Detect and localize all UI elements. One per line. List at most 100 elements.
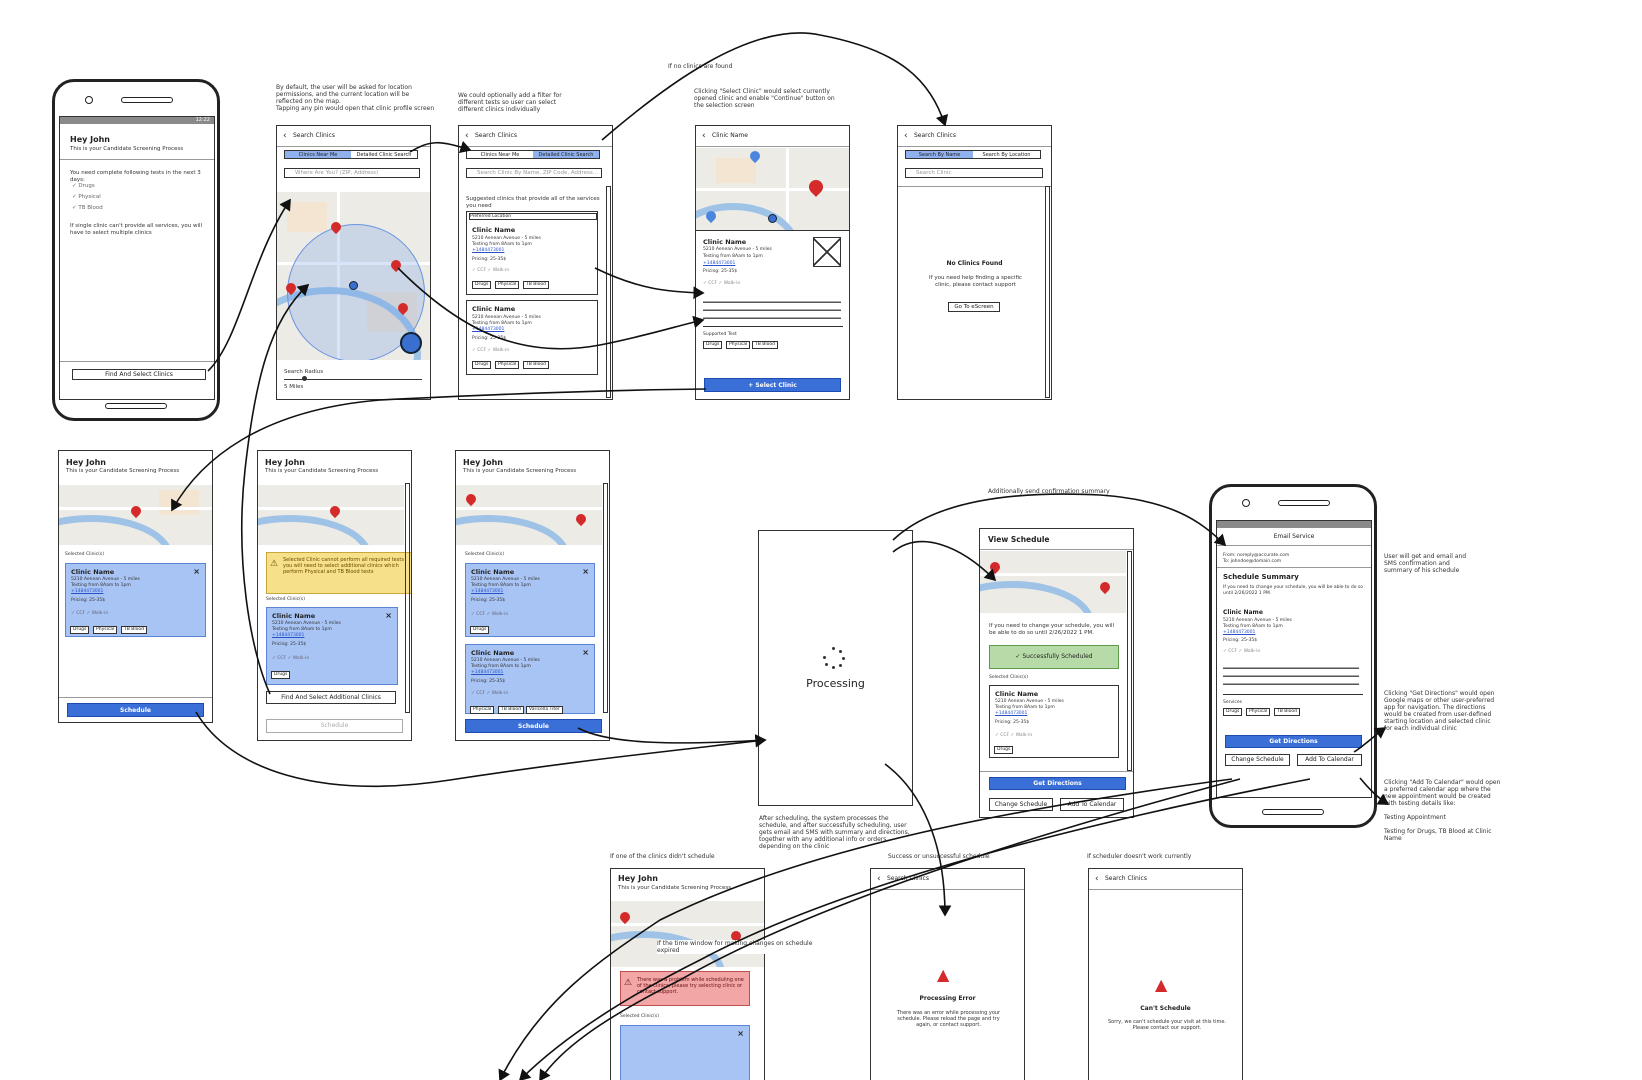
selected-clinic-card[interactable]: × Clinic Name 5210 Aenean Avenue - 5 mil…	[465, 644, 595, 714]
location-input[interactable]: Where Are You? (ZIP, Address)	[284, 168, 420, 178]
suggested-text: Suggested clinics that provide all of th…	[466, 196, 600, 209]
change-schedule-button[interactable]: Change Schedule	[1225, 754, 1290, 766]
multi-clinic-note: If single clinic can't provide all servi…	[70, 223, 203, 236]
speaker-slot	[1278, 500, 1330, 506]
flow-arrow	[195, 711, 767, 787]
change-schedule-button[interactable]: Change Schedule	[989, 798, 1053, 811]
scrollbar[interactable]	[405, 483, 410, 713]
success-text: Successfully Scheduled	[1022, 653, 1093, 660]
header: ‹ Search Clinics	[277, 126, 430, 147]
supported-test-label: Supported Test	[703, 332, 737, 337]
radius-slider[interactable]	[284, 379, 422, 380]
scrollbar[interactable]	[1045, 186, 1050, 398]
spinner-icon	[823, 647, 845, 669]
clinic-phone[interactable]: +1484473001	[995, 711, 1028, 716]
tab-search-by-name[interactable]: Search By Name	[906, 151, 973, 158]
header-title: Search Clinics	[293, 132, 335, 139]
clinic-search-input[interactable]: Search Clinic	[905, 168, 1043, 178]
clinic-address: 5210 Aenean Avenue - 5 miles	[995, 699, 1064, 704]
tab-detailed-search[interactable]: Detailed Clinic Search	[356, 152, 412, 158]
back-icon[interactable]: ‹	[283, 131, 287, 141]
remove-icon[interactable]: ×	[582, 648, 589, 657]
clinic-card[interactable]: Preferred Location Clinic Name 5210 Aene…	[466, 211, 598, 295]
scrollbar[interactable]	[603, 483, 608, 713]
clinic-card[interactable]: Clinic Name 5210 Aenean Avenue - 5 miles…	[466, 300, 598, 375]
back-icon[interactable]: ‹	[465, 131, 469, 141]
tab-detailed-search[interactable]: Detailed Clinic Search	[533, 151, 599, 158]
clinic-phone[interactable]: +1484473001	[703, 261, 736, 266]
test-tag: Drugs	[994, 746, 1014, 754]
note-none-schedule: If one of the clinics didn't schedule	[610, 853, 715, 860]
back-icon[interactable]: ‹	[1095, 874, 1099, 884]
test-tag: TB Blood	[523, 361, 549, 369]
clinic-features: ✓ CCF ✓ Walk-in	[995, 733, 1033, 738]
schedule-button-disabled[interactable]: Schedule	[266, 719, 403, 733]
tab-clinics-near-me[interactable]: Clinics Near Me	[480, 152, 520, 158]
clinic-features: ✓ CCF ✓ Walk-in	[472, 348, 510, 353]
test-tag: Physical	[93, 626, 118, 634]
tab-search-by-location[interactable]: Search By Location	[982, 152, 1031, 158]
remove-icon[interactable]: ×	[193, 567, 200, 576]
clinic-phone[interactable]: +1484473001	[272, 633, 305, 638]
find-additional-clinics-button[interactable]: Find And Select Additional Clinics	[266, 691, 396, 704]
scrollbar[interactable]	[1127, 551, 1132, 771]
schedule-button[interactable]: Schedule	[465, 719, 602, 733]
map[interactable]	[980, 551, 1126, 613]
clinic-search-input[interactable]: Search Clinic By Name, ZIP Code, Address…	[466, 168, 602, 178]
no-clinics-message: If you need help finding a specific clin…	[929, 275, 1022, 288]
add-to-calendar-button[interactable]: Add To Calendar	[1297, 754, 1362, 766]
clinic-hours: Testing from 8Aam to 1pm	[472, 242, 532, 247]
error-message: There was an error while processing your…	[896, 1010, 1001, 1028]
go-to-escreen-button[interactable]: Go To eScreen	[948, 302, 1000, 312]
email-phone-frame: Email Service From: noreply@accurate.com…	[1209, 484, 1377, 828]
clinic-name: Clinic Name	[471, 649, 515, 657]
remove-icon[interactable]: ×	[385, 611, 392, 620]
selected-clinic-card[interactable]: × Clinic Name 5210 Aenean Avenue - 5 mil…	[65, 563, 206, 637]
get-directions-button[interactable]: Get Directions	[1225, 735, 1362, 748]
select-clinic-button[interactable]: + Select Clinic	[704, 378, 841, 392]
schedule-button[interactable]: Schedule	[67, 703, 204, 717]
map[interactable]	[277, 192, 430, 360]
back-icon[interactable]: ‹	[702, 131, 706, 141]
remove-icon[interactable]: ×	[582, 567, 589, 576]
test-tag: Drugs	[472, 281, 492, 289]
get-directions-button[interactable]: Get Directions	[989, 777, 1126, 790]
flow-arrow	[539, 778, 1241, 1080]
status-time: 12:22	[195, 117, 210, 123]
back-icon[interactable]: ‹	[877, 874, 881, 884]
map[interactable]	[59, 485, 212, 545]
test-tag: Drugs	[703, 341, 723, 349]
clinic-name: Clinic Name	[703, 238, 747, 246]
map[interactable]	[258, 485, 404, 545]
selected-clinic-card[interactable]: ×	[620, 1025, 750, 1080]
clinic-phone[interactable]: +1484473001	[471, 589, 504, 594]
clinic-features: ✓ CCF ✓ Walk-in	[272, 656, 310, 661]
clinic-phone[interactable]: +1484473001	[472, 327, 505, 332]
intro-text: You need complete following tests in the…	[70, 170, 201, 183]
slider-handle[interactable]	[302, 376, 307, 381]
remove-icon[interactable]: ×	[737, 1029, 744, 1038]
back-icon[interactable]: ‹	[904, 131, 908, 141]
flow-arrow	[1359, 777, 1390, 805]
selected-multi-screen: Hey John This is your Candidate Screenin…	[455, 450, 610, 741]
selected-clinic-card[interactable]: × Clinic Name 5210 Aenean Avenue - 5 mil…	[465, 563, 595, 637]
home-screen: 12:22 Hey John This is your Candidate Sc…	[59, 116, 215, 400]
scrollbar[interactable]	[606, 186, 611, 398]
header-title: Search Clinics	[887, 875, 929, 882]
selected-label: Selected Clinic(s)	[65, 552, 105, 557]
flow-arrow	[594, 267, 705, 300]
summary-title: Schedule Summary	[1223, 573, 1299, 581]
find-clinics-button[interactable]: Find And Select Clinics	[72, 369, 206, 380]
clinic-phone[interactable]: +1484473001	[471, 670, 504, 675]
clinic-phone[interactable]: +1484473001	[472, 248, 505, 253]
clinic-phone[interactable]: +1484473001	[71, 589, 104, 594]
clinic-phone[interactable]: +1484473001	[1223, 630, 1256, 635]
note-user-email: User will get and email and SMS confirma…	[1384, 553, 1467, 574]
map[interactable]	[696, 148, 849, 230]
locate-me-icon[interactable]	[400, 332, 422, 354]
selected-clinic-card[interactable]: × Clinic Name 5210 Aenean Avenue - 5 mil…	[266, 607, 398, 685]
map[interactable]	[456, 485, 602, 545]
clinic-card[interactable]: Clinic Name 5210 Aenean Avenue - 5 miles…	[989, 685, 1119, 758]
tab-clinics-near-me[interactable]: Clinics Near Me	[285, 151, 351, 158]
clinic-name: Clinic Name	[1223, 609, 1263, 616]
